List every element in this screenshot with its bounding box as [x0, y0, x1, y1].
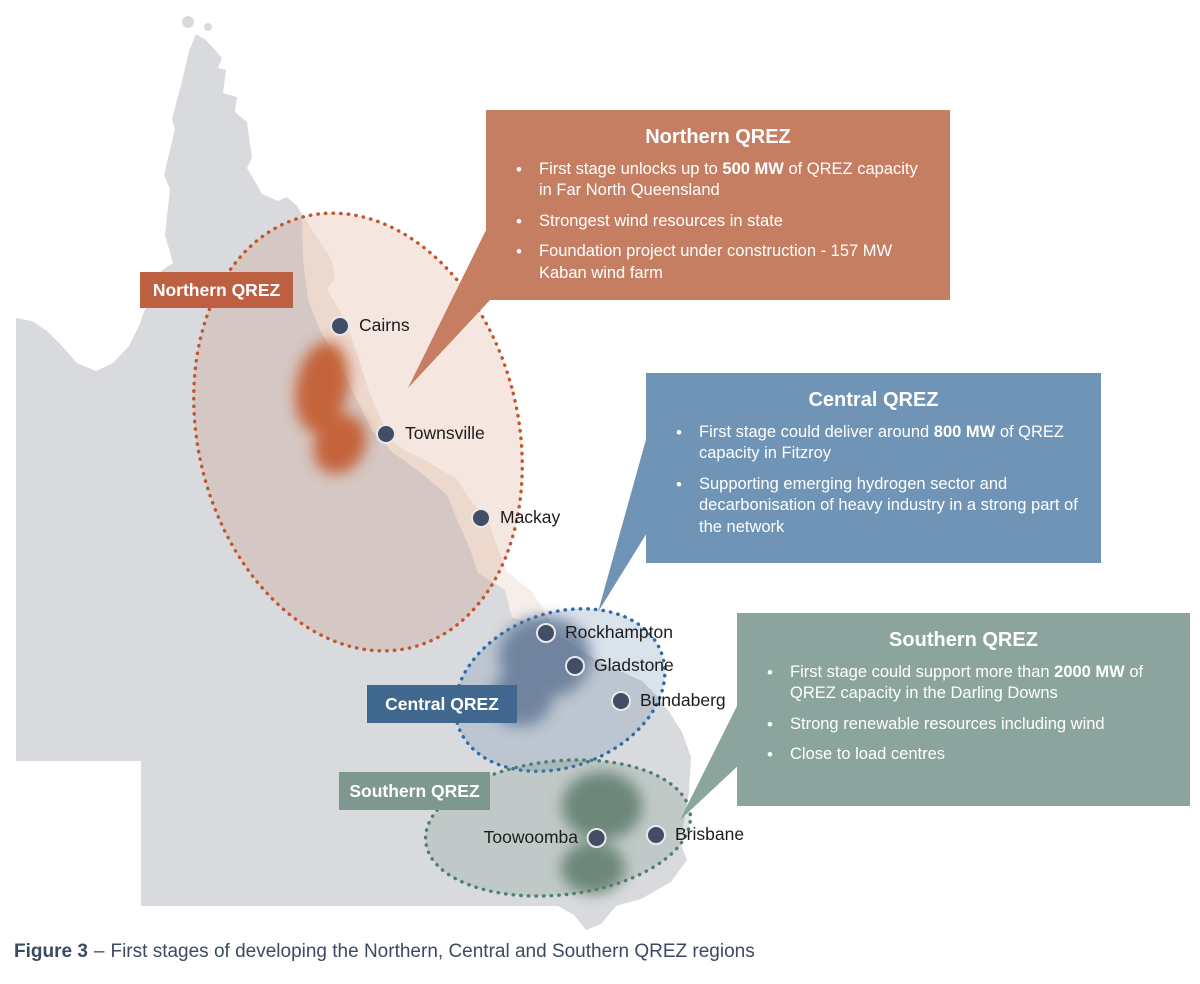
- city-label: Bundaberg: [640, 690, 726, 710]
- cape-york-island: [182, 16, 194, 28]
- central-callout-list: First stage could deliver around 800 MW …: [646, 422, 1101, 538]
- caption-separator: –: [93, 941, 105, 962]
- central-callout-tail: [598, 425, 650, 612]
- northern-callout-list: First stage unlocks up to 500 MW of QREZ…: [486, 159, 950, 284]
- southern-zone-label: Southern QREZ: [339, 772, 490, 810]
- city-cairns: Cairns: [330, 315, 410, 336]
- southern-callout-title: Southern QREZ: [889, 629, 1038, 651]
- city-marker-icon: [587, 827, 607, 848]
- city-marker-icon: [536, 622, 556, 643]
- city-marker-icon: [471, 507, 491, 528]
- city-marker-icon: [646, 824, 666, 845]
- northern-callout-box: Northern QREZ First stage unlocks up to …: [486, 110, 950, 300]
- northern-zone-label: Northern QREZ: [140, 272, 293, 308]
- city-label: Toowoomba: [483, 827, 578, 847]
- bullet-northern-3: Foundation project under construction - …: [514, 241, 934, 284]
- city-marker-icon: [611, 690, 631, 711]
- city-bundaberg: Bundaberg: [611, 690, 726, 711]
- city-label: Townsville: [405, 423, 485, 443]
- city-marker-icon: [376, 423, 396, 444]
- northern-callout-title: Northern QREZ: [645, 126, 791, 148]
- city-rockhampton: Rockhampton: [536, 622, 673, 643]
- bullet-southern-2: Strong renewable resources including win…: [765, 714, 1174, 737]
- southern-callout-tail: [680, 698, 741, 820]
- bullet-southern-1: First stage could support more than 2000…: [765, 662, 1174, 705]
- city-label: Gladstone: [594, 655, 674, 675]
- city-label: Cairns: [359, 315, 410, 335]
- central-callout-title: Central QREZ: [808, 389, 939, 411]
- figure-caption: Figure 3–First stages of developing the …: [14, 941, 755, 963]
- city-mackay: Mackay: [471, 507, 560, 528]
- bullet-southern-3: Close to load centres: [765, 744, 1174, 767]
- city-gladstone: Gladstone: [565, 655, 674, 676]
- city-label: Rockhampton: [565, 622, 673, 642]
- figure-number: Figure 3: [14, 941, 88, 962]
- city-toowoomba: Toowoomba: [484, 827, 607, 848]
- southern-callout-list: First stage could support more than 2000…: [737, 662, 1190, 767]
- caption-text: First stages of developing the Northern,…: [110, 941, 755, 962]
- northern-resource-blob: [295, 341, 367, 474]
- central-callout-box: Central QREZ First stage could deliver a…: [646, 373, 1101, 563]
- city-marker-icon: [330, 315, 350, 336]
- central-zone-label: Central QREZ: [367, 685, 517, 723]
- southern-resource-blob: [561, 772, 642, 894]
- bullet-central-2: Supporting emerging hydrogen sector and …: [674, 474, 1085, 538]
- bullet-central-1: First stage could deliver around 800 MW …: [674, 422, 1085, 465]
- bullet-northern-1: First stage unlocks up to 500 MW of QREZ…: [514, 159, 934, 202]
- city-label: Brisbane: [675, 824, 745, 844]
- city-townsville: Townsville: [376, 423, 485, 444]
- southern-callout-box: Southern QREZ First stage could support …: [737, 613, 1190, 806]
- bullet-northern-2: Strongest wind resources in state: [514, 211, 934, 234]
- cape-york-islet: [204, 23, 212, 31]
- city-marker-icon: [565, 655, 585, 676]
- city-label: Mackay: [500, 507, 561, 527]
- northern-callout-tail: [408, 222, 490, 388]
- city-brisbane: Brisbane: [646, 824, 744, 845]
